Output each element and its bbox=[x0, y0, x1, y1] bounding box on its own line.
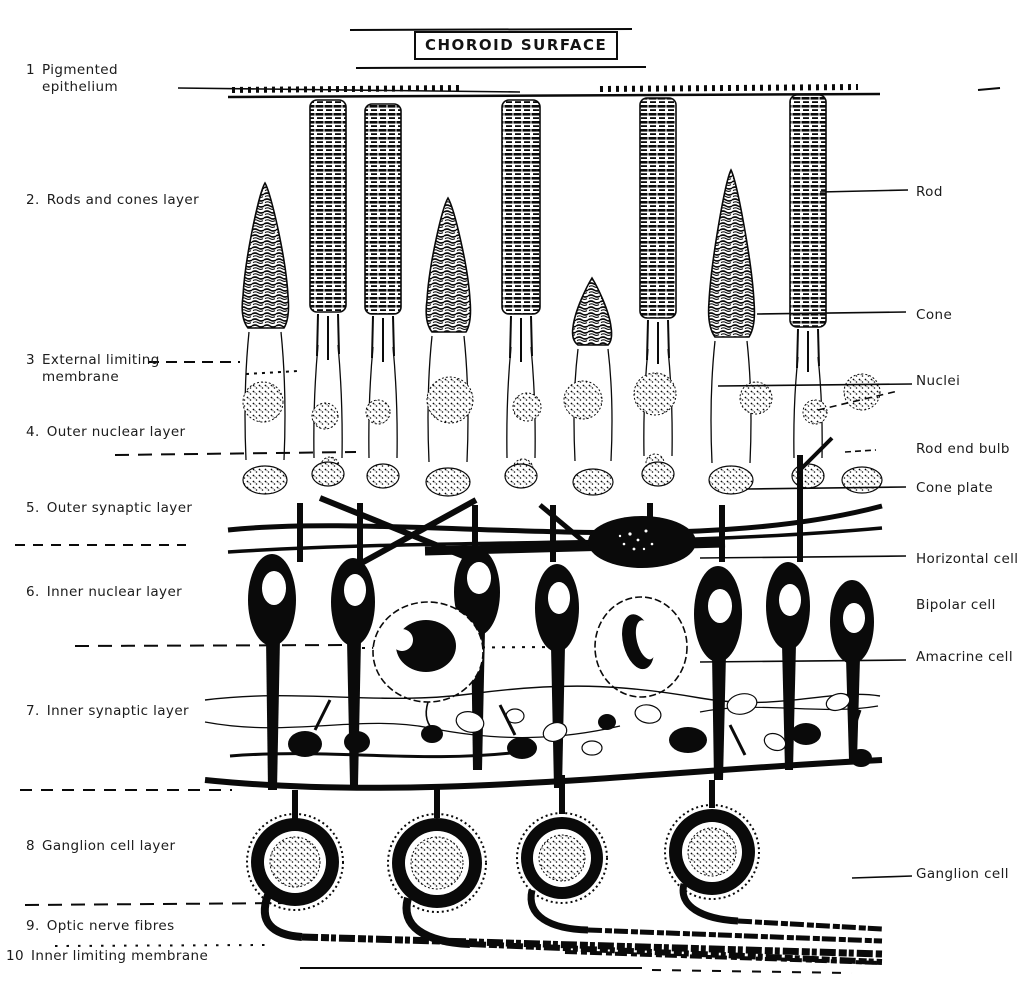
layer-number: 4. bbox=[26, 424, 40, 440]
optic-nerve-fibres bbox=[260, 883, 883, 965]
cone bbox=[707, 168, 756, 338]
cone bbox=[571, 276, 613, 346]
part-label-ganglion-cell: Ganglion cell bbox=[916, 866, 1009, 882]
layer-number: 5. bbox=[26, 500, 40, 516]
inner-limiting-membrane-line bbox=[300, 967, 853, 974]
outer-nuclear-layer bbox=[242, 331, 883, 497]
layer-number: 1 bbox=[26, 62, 35, 78]
layer-number: 6. bbox=[26, 584, 40, 600]
part-label-cone: Cone bbox=[916, 307, 953, 323]
layer-label-optic-nerve-fibres: 9. Optic nerve fibres bbox=[26, 918, 175, 935]
layer-label-ganglion-cell-layer: 8 Ganglion cell layer bbox=[26, 838, 175, 855]
part-label-nuclei: Nuclei bbox=[916, 373, 961, 389]
layer-label-inner-synaptic: 7. Inner synaptic layer bbox=[26, 703, 189, 720]
ganglion-cell bbox=[246, 813, 344, 911]
rod bbox=[789, 94, 827, 372]
layer-text: Inner synaptic layer bbox=[46, 703, 189, 719]
outer-synaptic-layer bbox=[227, 436, 883, 569]
layer-label-inner-nuclear: 6. Inner nuclear layer bbox=[26, 584, 182, 601]
layer-text: Optic nerve fibres bbox=[46, 918, 175, 934]
ganglion-cells-group bbox=[246, 804, 760, 913]
part-label-amacrine-cell: Amacrine cell bbox=[916, 649, 1013, 665]
rod bbox=[639, 97, 677, 364]
cones-group bbox=[241, 168, 756, 346]
rod bbox=[364, 103, 402, 362]
right-leader-lines bbox=[699, 189, 913, 879]
part-label-rod-end-bulb: Rod end bulb bbox=[916, 441, 1010, 457]
layer-label-outer-synaptic: 5. Outer synaptic layer bbox=[26, 500, 192, 517]
layer-label-outer-nuclear: 4. Outer nuclear layer bbox=[26, 424, 185, 441]
ganglion-cell bbox=[516, 812, 608, 904]
part-label-cone-plate: Cone plate bbox=[916, 480, 994, 496]
inner-synaptic-layer bbox=[204, 685, 883, 820]
cone bbox=[241, 181, 290, 329]
part-label-horizontal-cell: Horizontal cell bbox=[916, 551, 1019, 567]
inner-nuclear-layer bbox=[248, 548, 874, 790]
layer-label-inner-limiting-membrane: 10 Inner limiting membrane bbox=[6, 948, 208, 965]
part-label-bipolar-cell: Bipolar cell bbox=[916, 597, 996, 613]
rod bbox=[309, 99, 347, 360]
layer-number: 3 bbox=[26, 352, 35, 368]
amacrine-cells bbox=[372, 596, 688, 733]
rod-end-bulbs-and-cone-plates bbox=[242, 461, 883, 497]
rod bbox=[501, 99, 541, 362]
cone bbox=[425, 196, 472, 333]
layer-label-pigmented-epithelium: 1 Pigmented epithelium bbox=[26, 62, 160, 96]
layer-label-external-limiting-membrane: 3 External limiting membrane bbox=[26, 352, 160, 386]
layer-text: Inner nuclear layer bbox=[46, 584, 183, 600]
layer-number: 9. bbox=[26, 918, 40, 934]
layer-text: Rods and cones layer bbox=[46, 192, 200, 208]
title-rules bbox=[349, 28, 647, 69]
layer-label-rods-and-cones: 2. Rods and cones layer bbox=[26, 192, 199, 209]
layer-number: 10 bbox=[6, 948, 24, 964]
layer-text: Ganglion cell layer bbox=[42, 838, 176, 854]
layer-text: Outer synaptic layer bbox=[46, 500, 193, 516]
layer-text: Outer nuclear layer bbox=[46, 424, 186, 440]
layer-text: External limiting membrane bbox=[42, 352, 160, 385]
layer-text: Inner limiting membrane bbox=[30, 948, 209, 964]
layer-number: 2. bbox=[26, 192, 40, 208]
ganglion-cell bbox=[387, 813, 487, 913]
layer-divider-lines bbox=[15, 361, 561, 947]
ganglion-cell bbox=[664, 804, 760, 900]
layer-text: Pigmented epithelium bbox=[42, 62, 118, 95]
photoreceptor-nuclei bbox=[242, 372, 881, 480]
choroid-surface-line bbox=[177, 84, 1001, 99]
diagram-title: CHOROID SURFACE bbox=[414, 31, 619, 60]
horizontal-cell bbox=[588, 516, 696, 568]
layer-number: 7. bbox=[26, 703, 40, 719]
part-label-rod: Rod bbox=[916, 184, 943, 200]
layer-number: 8 bbox=[26, 838, 35, 854]
